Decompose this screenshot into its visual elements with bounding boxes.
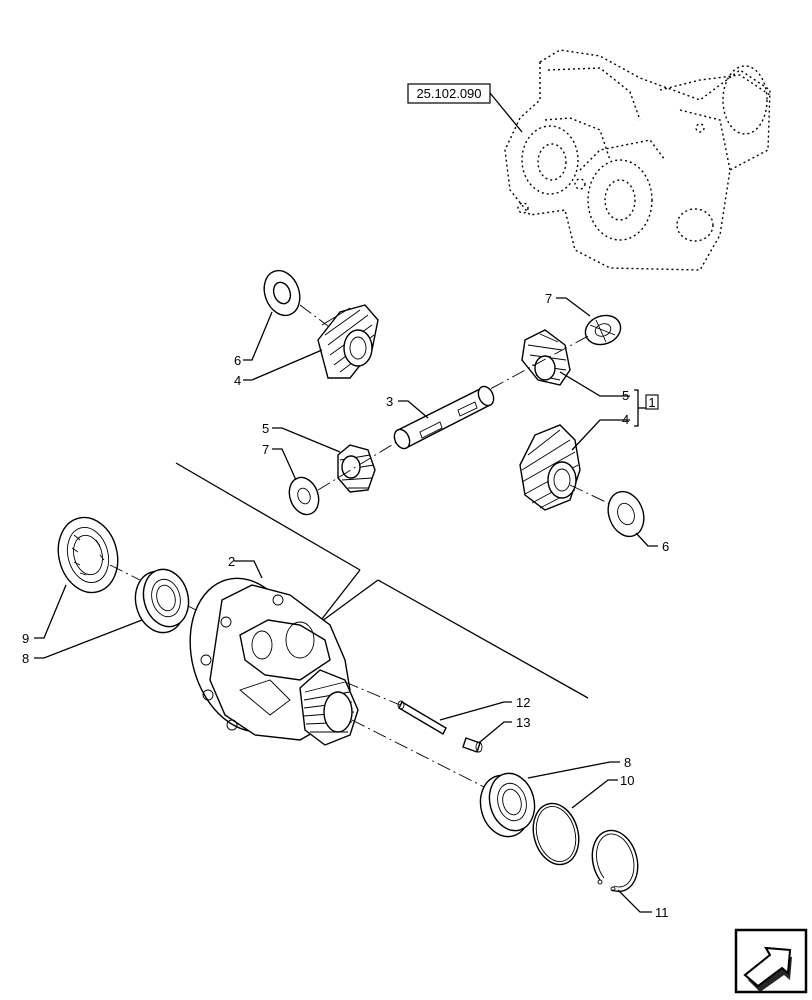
thrust-washer-6-lower xyxy=(607,490,645,538)
kit-marker-label: 1 xyxy=(648,395,655,410)
callout-6-upper: 6 xyxy=(234,353,241,368)
callout-7-upper: 7 xyxy=(545,291,552,306)
thrust-washer-7-upper xyxy=(584,314,622,346)
roll-pin-12 xyxy=(397,700,447,735)
differential-case-2 xyxy=(189,577,359,746)
shim-ring-10 xyxy=(532,802,580,866)
assembly-axis-line xyxy=(109,564,141,581)
pin-13 xyxy=(462,737,483,753)
kit-marker[interactable]: 1 xyxy=(645,394,659,410)
callout-9: 9 xyxy=(22,631,29,646)
callout-3: 3 xyxy=(386,394,393,409)
callout-5-right: 5 xyxy=(622,388,629,403)
assembly-axis-line xyxy=(299,304,341,336)
thrust-washer-7-lower xyxy=(288,476,320,516)
pinion-gear-5-lower xyxy=(337,444,376,493)
tapered-bearing-8-right xyxy=(479,772,536,838)
callout-8-right: 8 xyxy=(624,755,631,770)
callout-8-left: 8 xyxy=(22,651,29,666)
callout-leaders xyxy=(34,297,658,913)
assembly-axis-line xyxy=(351,719,491,791)
snap-ring-11 xyxy=(591,829,639,893)
callout-10: 10 xyxy=(620,773,634,788)
detail-boundary-line xyxy=(317,569,361,625)
callout-labels: 6 4 7 5 4 3 5 7 6 2 9 8 12 13 8 10 11 xyxy=(22,291,669,920)
callout-13: 13 xyxy=(516,715,530,730)
side-gear-4-upper xyxy=(317,304,379,379)
assembly-axis-line xyxy=(317,439,401,491)
assembly-axis-line xyxy=(569,484,613,506)
detail-boundary-line xyxy=(175,462,361,571)
next-page-arrow-icon[interactable] xyxy=(734,928,808,994)
tapered-bearing-8-left xyxy=(134,568,190,634)
reference-box[interactable]: 25.102.090 xyxy=(407,83,523,133)
callout-7-left: 7 xyxy=(262,442,269,457)
callout-4-upper: 4 xyxy=(234,373,241,388)
assembly-axis-line xyxy=(344,681,401,706)
pinion-gear-5-upper xyxy=(521,329,571,386)
callout-12: 12 xyxy=(516,695,530,710)
detail-boundary-line xyxy=(377,579,589,699)
callout-5-left: 5 xyxy=(262,421,269,436)
thrust-washer-6-upper xyxy=(263,269,301,317)
detail-boundary-line xyxy=(317,579,379,625)
reference-label: 25.102.090 xyxy=(416,86,481,101)
pinion-shaft-3 xyxy=(393,385,495,450)
transmission-housing-ghost xyxy=(504,49,771,271)
side-gear-4-lower xyxy=(519,424,581,511)
callout-6-lower: 6 xyxy=(662,539,669,554)
callout-4-right: 4 xyxy=(622,412,629,427)
callout-2: 2 xyxy=(228,554,235,569)
callout-11: 11 xyxy=(655,905,669,920)
oil-seal-9 xyxy=(57,516,119,594)
